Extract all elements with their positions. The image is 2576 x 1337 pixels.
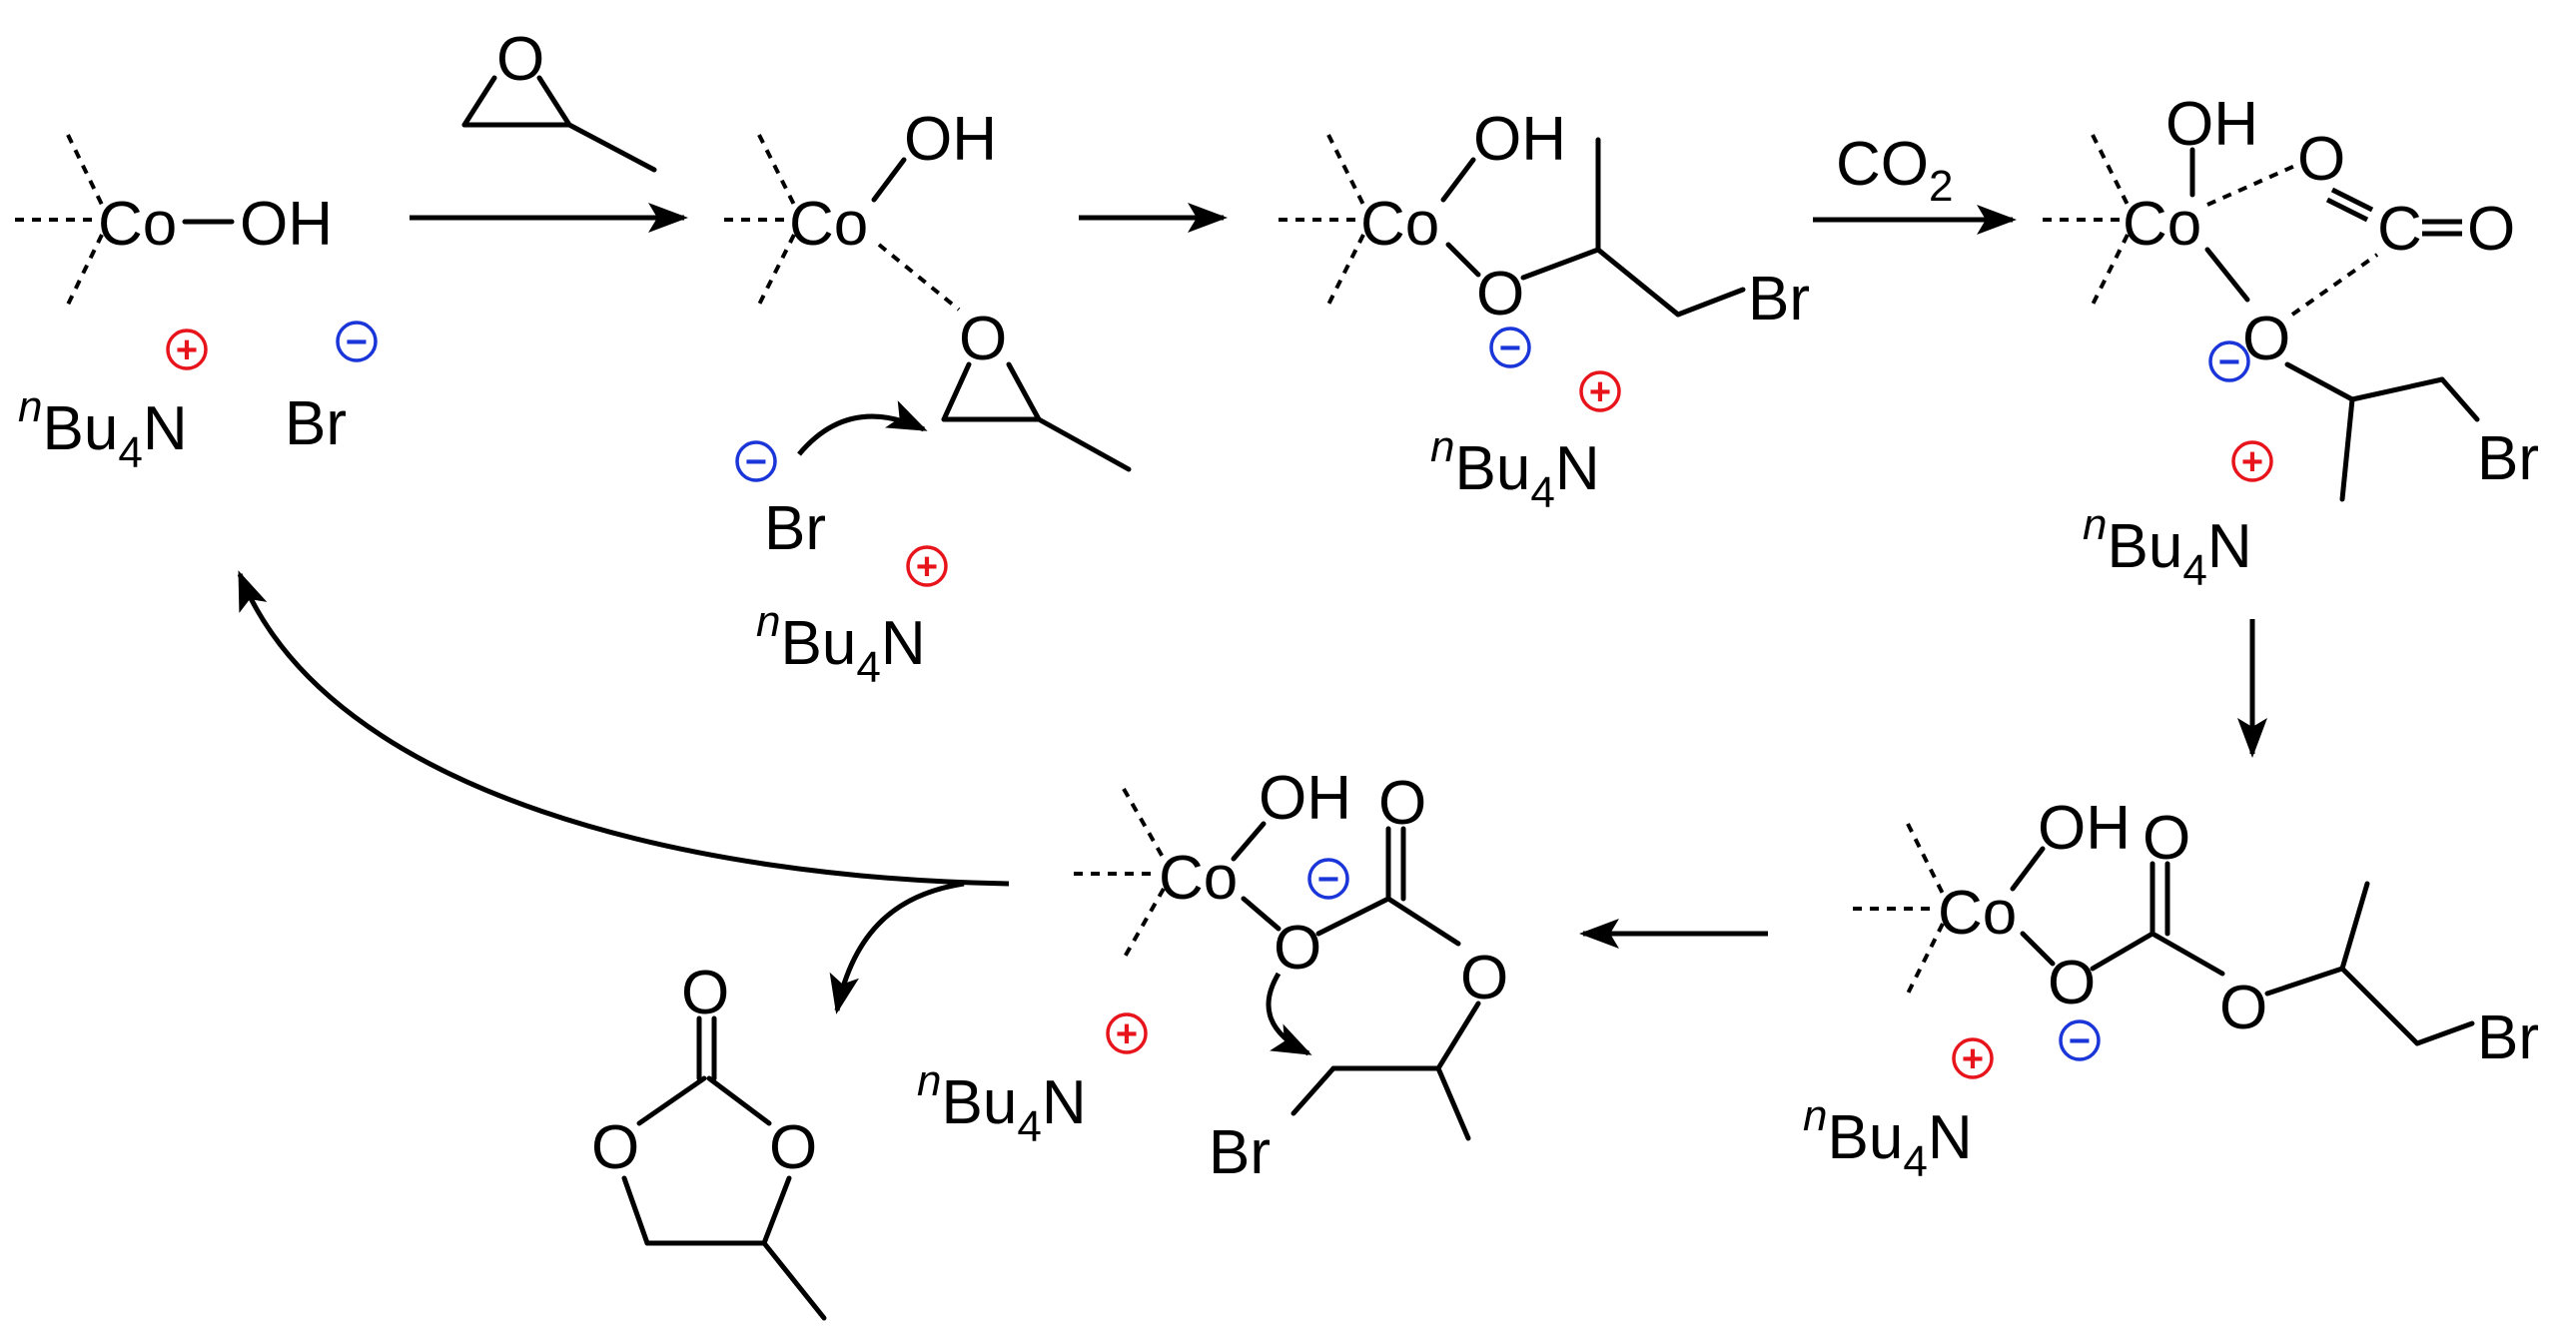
svg-text:O: O xyxy=(496,25,544,94)
tbap-cation-4: nBu4N + xyxy=(2083,440,2273,595)
svg-text:O: O xyxy=(681,959,729,1027)
plus-charge: + xyxy=(176,330,198,371)
svg-text:+: + xyxy=(1116,1013,1138,1055)
product-release-arrow xyxy=(829,881,965,1014)
co-label: Co xyxy=(98,190,177,259)
svg-text:Co: Co xyxy=(2123,190,2201,259)
svg-text:−: − xyxy=(745,441,767,483)
species-alkoxide: Co OH O Br − nBu4N + xyxy=(1279,105,1810,517)
svg-text:−: − xyxy=(1317,859,1339,901)
svg-text:O: O xyxy=(2297,125,2345,194)
svg-text:Br: Br xyxy=(2477,1003,2539,1072)
svg-text:nBu4N: nBu4N xyxy=(2083,500,2252,595)
svg-text:Co: Co xyxy=(789,190,868,259)
svg-text:−: − xyxy=(1499,328,1521,369)
svg-text:OH: OH xyxy=(1473,105,1566,174)
svg-text:O: O xyxy=(2048,949,2096,1017)
svg-text:−: − xyxy=(2069,1020,2091,1062)
svg-text:CO2: CO2 xyxy=(1836,130,1953,211)
regeneration-arrow xyxy=(237,570,1010,887)
species-ring-closure: Co OH O − O O Br nBu4N + xyxy=(917,764,1508,1187)
svg-text:O: O xyxy=(2143,804,2190,873)
svg-text:nBu4N: nBu4N xyxy=(1430,422,1600,517)
propylene-carbonate-product: O O O xyxy=(591,959,827,1321)
svg-text:nBu4N: nBu4N xyxy=(1803,1091,1973,1186)
svg-text:O: O xyxy=(1274,914,1321,983)
svg-text:Co: Co xyxy=(1360,190,1439,259)
oh-label: OH xyxy=(240,190,333,259)
svg-text:Co: Co xyxy=(1159,844,1238,913)
svg-text:Br: Br xyxy=(1748,265,1810,334)
species-co-hydroxide: Co OH nBu4N + Br − xyxy=(15,134,378,477)
svg-text:Co: Co xyxy=(1938,879,2017,948)
svg-text:OH: OH xyxy=(2038,794,2131,863)
svg-text:O: O xyxy=(1460,944,1508,1012)
svg-text:O: O xyxy=(959,305,1007,373)
svg-text:O: O xyxy=(2219,974,2267,1042)
svg-text:OH: OH xyxy=(1259,764,1351,833)
svg-text:+: + xyxy=(916,546,938,588)
svg-text:O: O xyxy=(769,1113,817,1182)
svg-text:nBu4N: nBu4N xyxy=(917,1056,1087,1151)
tbap-cation-1: nBu4N + xyxy=(18,329,208,477)
svg-text:−: − xyxy=(2218,341,2240,383)
svg-text:O: O xyxy=(1378,769,1426,838)
co2-reagent: CO2 xyxy=(1836,130,1953,211)
svg-text:Br: Br xyxy=(285,389,347,458)
svg-text:Br: Br xyxy=(1209,1118,1271,1187)
svg-text:OH: OH xyxy=(2165,90,2258,159)
species-epoxide-coordinated: Co OH O − Br nBu4N + xyxy=(724,105,1132,692)
tbap-cation-3: nBu4N + xyxy=(1430,370,1621,517)
svg-text:+: + xyxy=(2241,441,2263,483)
svg-text:O: O xyxy=(591,1113,639,1182)
propylene-oxide-reagent: O xyxy=(461,25,657,173)
svg-text:Br: Br xyxy=(2477,424,2539,493)
species-carbonate: Co OH O O O Br − nBu4N + xyxy=(1803,794,2539,1186)
svg-text:O: O xyxy=(2242,305,2290,373)
svg-text:O: O xyxy=(2467,195,2515,264)
svg-text:C: C xyxy=(2377,195,2422,264)
svg-text:nBu4N: nBu4N xyxy=(756,597,926,692)
svg-text:+: + xyxy=(1589,371,1611,413)
species-co2-coordinated: Co OH O C O O Br − nBu4N + xyxy=(2043,90,2539,595)
svg-text:O: O xyxy=(1476,260,1524,329)
bromide-attack: − Br xyxy=(735,400,928,563)
svg-text:nBu4N: nBu4N xyxy=(18,382,188,477)
svg-text:Br: Br xyxy=(764,494,826,563)
tbap-cation-5: nBu4N + xyxy=(1803,1037,1994,1186)
tbap-cation-6: nBu4N + xyxy=(917,1012,1148,1151)
svg-text:OH: OH xyxy=(904,105,997,174)
bromide-anion-1: Br − xyxy=(285,321,378,458)
tbap-cation-2: nBu4N + xyxy=(756,545,948,692)
svg-text:+: + xyxy=(1962,1038,1984,1080)
minus-charge: − xyxy=(346,322,368,363)
